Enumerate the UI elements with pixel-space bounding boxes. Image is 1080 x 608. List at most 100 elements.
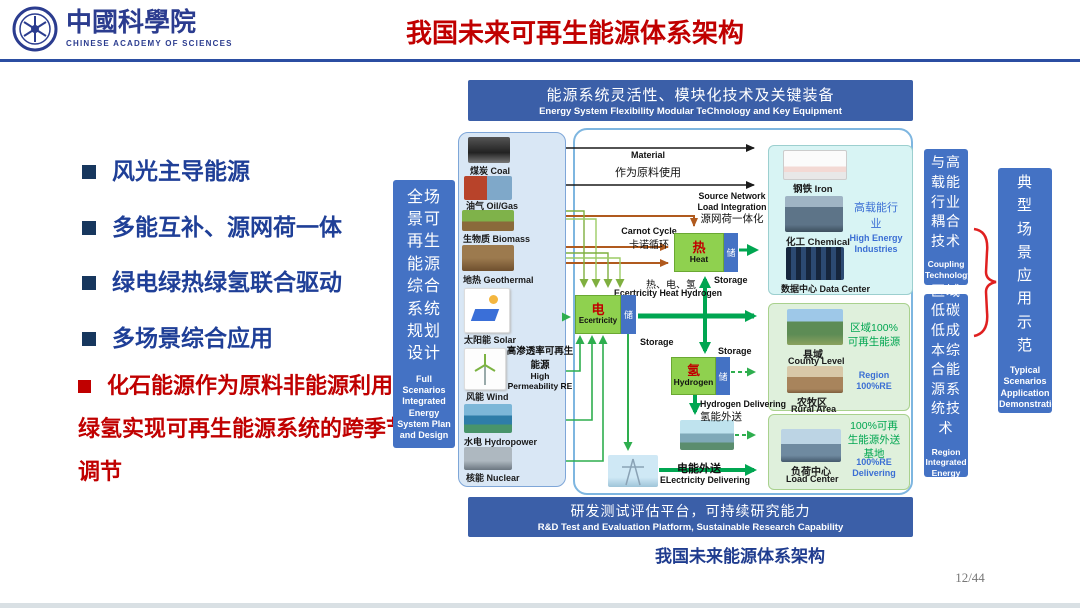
bottom-banner: 研发测试评估平台，可持续研究能力 R&D Test and Evaluation…	[468, 497, 913, 537]
hydropower-image	[464, 404, 512, 433]
heat-cn: 热	[692, 239, 706, 255]
solar-image	[464, 288, 510, 333]
pillar-full-scenarios: 全场景可再生能源综合系统规划设计 Full Scenarios Integrat…	[393, 180, 455, 448]
bottom-banner-cn: 研发测试评估平台，可持续研究能力	[570, 503, 811, 519]
electricity-box: 电 Ecertricity	[575, 295, 621, 334]
hydrogen-plant-image	[680, 420, 734, 450]
storage-char: 储	[718, 371, 728, 382]
source-network-label: Source Network Load Integration 源网荷一体化	[688, 191, 776, 226]
industry-en: Data Center	[819, 284, 871, 294]
bullet-text: 多能互补、源网荷一体	[112, 214, 342, 240]
geothermal-image	[462, 245, 514, 271]
industry-cn: 化工	[786, 237, 806, 248]
hydrogen-cn: 氢	[686, 363, 700, 379]
electricity-delivering-cn: 电能外送	[677, 463, 721, 475]
region-cn: 农牧区	[797, 398, 827, 409]
load-en: Load Center	[786, 474, 839, 484]
material-cn: 作为原料使用	[615, 167, 681, 179]
material-en: Material	[630, 150, 665, 160]
bottom-bar	[0, 603, 1080, 608]
pillar-coupling-technology: 与高载能行业耦合技术 Coupling Technology	[924, 149, 973, 285]
electricity-storage-tab: 储	[621, 295, 636, 334]
region-en: County Level	[788, 356, 845, 366]
pillar-en-text: Typical Scenarios Application Demonstrat…	[999, 365, 1063, 409]
pillar-en-text: Full Scenarios Integrated Energy System …	[397, 373, 451, 441]
load-cn: 负荷中心	[791, 467, 831, 478]
county-image	[787, 309, 843, 345]
heat-storage-tab: 储	[724, 233, 738, 272]
source-cn: 油气	[466, 201, 485, 211]
industries-label-en: High Energy Industries	[849, 233, 903, 255]
data-center-image	[786, 247, 844, 280]
region-label-cn: 区域100%可再生能源	[847, 322, 901, 349]
pillar-typical-scenarios: 典型场景应用示范 Typical Scenarios Application D…	[998, 168, 1063, 413]
heat-en: Heat	[689, 253, 709, 264]
source-cn: 太阳能	[464, 335, 492, 345]
bullet-item: 多能互补、源网荷一体	[82, 211, 342, 243]
hydrogen-storage-label: Storage	[718, 346, 752, 356]
pillar-en-text: Coupling Technology	[925, 259, 973, 280]
load-center-image	[781, 429, 841, 462]
page-number: 12/44	[955, 570, 985, 585]
bullet-item: 绿电绿热绿氢联合驱动	[82, 266, 342, 298]
wind-image	[464, 348, 506, 390]
industries-label-cn: 高载能行业	[854, 202, 898, 230]
iron-image	[783, 150, 847, 180]
tower-icon	[622, 458, 644, 486]
hydrogen-box: 氢 Hydrogen	[671, 357, 716, 395]
region-en: Rural Area	[791, 404, 837, 414]
pillar-region-integrated-energy: 区域低碳低成本综合能源系统技术 Region Integrated Energy…	[924, 283, 972, 489]
bullet-square-icon	[78, 380, 91, 393]
bullet-text: 绿电绿热绿氢联合驱动	[112, 269, 342, 295]
high-permeability-en: High Permeability RE	[507, 371, 573, 391]
pillar-cn-text: 全场景可再生能源综合系统规划设计	[406, 188, 441, 363]
electricity-cn: 电	[591, 302, 605, 318]
header-divider	[0, 59, 1080, 62]
industry-en: Iron	[814, 184, 833, 195]
electricity-delivering-en: ELectricity Delivering	[660, 475, 750, 485]
source-en: Oil/Gas	[486, 201, 519, 211]
carnot-en: Carnot Cycle	[621, 226, 677, 236]
bullet-item-red: 化石能源作为原料非能源利用，绿氢实现可再生能源系统的跨季节调节	[78, 365, 416, 494]
heat-storage-label: Storage	[714, 275, 748, 285]
high-permeability-cn: 高渗透率可再生能源	[506, 346, 574, 371]
source-cn: 地热	[463, 275, 482, 285]
carnot-cycle-label: Carnot Cycle 卡诺循环	[610, 226, 688, 251]
source-cn: 水电	[464, 437, 483, 447]
top-banner-cn: 能源系统灵活性、模块化技术及关键装备	[546, 87, 835, 104]
diagram-caption: 我国未来能源体系架构	[655, 547, 825, 566]
source-cn: 核能	[466, 473, 485, 483]
source-en: Nuclear	[486, 473, 520, 483]
srcnet-en: Source Network Load Integration	[697, 191, 767, 212]
heat-box: 热 Heat	[674, 233, 724, 272]
page-title: 我国未来可再生能源体系架构	[405, 18, 744, 48]
cas-emblem-icon	[12, 6, 58, 52]
bullet-item: 多场景综合应用	[82, 322, 273, 354]
storage-char: 储	[623, 310, 633, 320]
source-en: Biomass	[492, 234, 531, 244]
top-banner: 能源系统灵活性、模块化技术及关键装备 Energy System Flexibi…	[468, 80, 913, 121]
bullet-text: 化石能源作为原料非能源利用，绿氢实现可再生能源系统的跨季节调节	[78, 373, 416, 484]
storage-char: 储	[726, 248, 736, 258]
logo-en-text: CHINESE ACADEMY OF SCIENCES	[66, 39, 233, 48]
transmission-tower-image	[608, 455, 658, 487]
h2d-cn: 氢能外送	[700, 411, 742, 423]
source-cn: 风能	[466, 392, 485, 402]
material-label: Material 作为原料使用	[596, 150, 700, 180]
hydrogen-delivering-label: Hydrogen Delivering 氢能外送	[700, 399, 795, 424]
high-permeability-label: 高渗透率可再生能源 High Permeability RE	[505, 343, 575, 391]
solar-panel-icon	[470, 309, 500, 321]
nuclear-image	[464, 447, 512, 470]
source-cn: 生物质	[463, 234, 491, 244]
bullet-item: 风光主导能源	[82, 155, 250, 187]
top-banner-en: Energy System Flexibility Modular TeChno…	[539, 106, 842, 117]
ehh-cn-label: 热、电、氢	[646, 280, 696, 291]
pillar-cn-text: 区域低碳低成本综合能源系统技术	[931, 282, 961, 437]
bullet-square-icon	[82, 221, 96, 235]
biomass-image	[462, 210, 514, 231]
srcnet-cn: 源网荷一体化	[700, 212, 764, 225]
source-cn: 煤炭	[470, 166, 489, 176]
bullet-text: 风光主导能源	[112, 158, 250, 184]
electricity-en: Ecertricity	[578, 316, 618, 326]
